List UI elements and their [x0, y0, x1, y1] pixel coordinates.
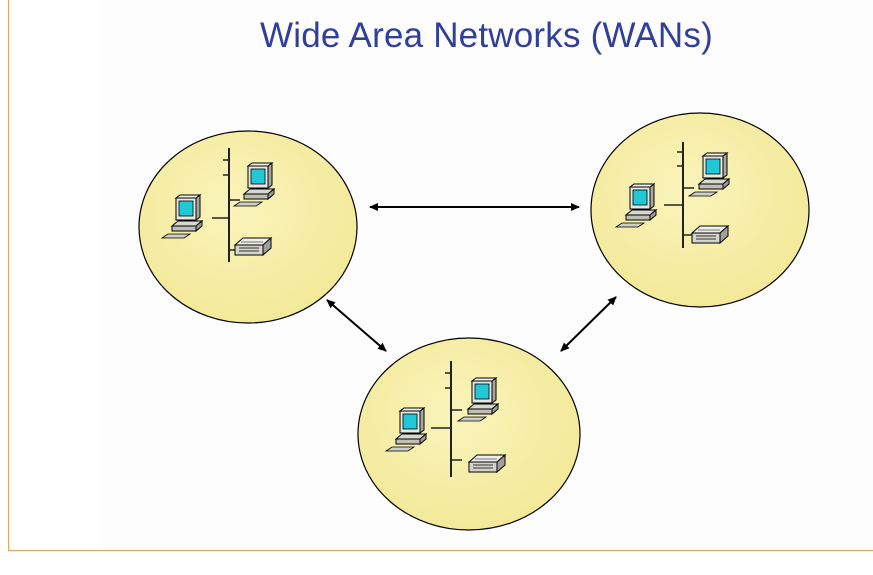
- frame-bottom-border: [8, 550, 873, 551]
- lan-node-left: [138, 130, 358, 324]
- printer-icon: [234, 237, 272, 256]
- lan-backbone-left: [212, 148, 240, 262]
- printer-icon: [691, 225, 729, 244]
- lan-node-right: [590, 112, 810, 308]
- link-arrow-left-bottom: [326, 299, 387, 352]
- lan-backbone-bottom: [431, 361, 462, 477]
- frame-left-border: [8, 0, 9, 550]
- printer-icon: [468, 454, 506, 473]
- link-arrow-right-bottom: [560, 296, 617, 352]
- slide-title: Wide Area Networks (WANs): [260, 16, 713, 55]
- lan-node-bottom: [357, 337, 581, 531]
